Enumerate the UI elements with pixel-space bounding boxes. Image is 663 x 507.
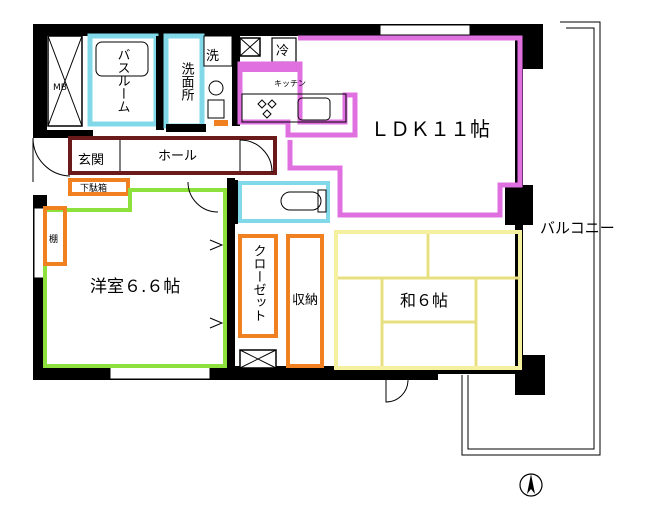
- fridge-area: [239, 37, 297, 63]
- washer-label: 洗: [206, 49, 219, 64]
- japanese-room: [334, 230, 522, 403]
- bathroom-walls: [87, 33, 164, 130]
- toilet: [230, 180, 330, 224]
- western-room: [43, 178, 235, 368]
- kitchen-counter: [241, 93, 347, 123]
- pipe-space: [239, 349, 277, 369]
- mb-label: MB: [53, 83, 67, 93]
- entrance-label: 玄関: [78, 153, 104, 168]
- western-label: 洋室６.６帖: [90, 277, 180, 297]
- hall-label: ホール: [158, 149, 197, 164]
- hall-walls: [68, 136, 277, 175]
- closet: [238, 234, 278, 338]
- washroom-label: 洗面所: [179, 62, 195, 101]
- storage: [286, 234, 324, 368]
- kitchen-label: キッチン: [274, 79, 306, 88]
- north-arrow-icon: [519, 473, 543, 497]
- fridge-label: 冷: [276, 44, 289, 59]
- bathroom-label: バスルーム: [115, 48, 131, 113]
- windows: [33, 24, 471, 380]
- shoe-box-label: 下駄箱: [80, 182, 107, 194]
- shelf-label: 棚: [49, 233, 58, 245]
- storage-label: 収納: [292, 293, 318, 308]
- balcony-label: バルコニー: [540, 219, 615, 237]
- washroom-walls: [163, 33, 240, 132]
- japanese-label: 和６帖: [400, 291, 448, 310]
- entrance-door: [32, 137, 71, 182]
- ldk-label: ＬＤＫ１１帖: [370, 117, 490, 141]
- mb-box: [47, 35, 83, 127]
- shoe-box: [68, 178, 130, 196]
- closet-label: クローゼット: [251, 244, 267, 322]
- balcony-outline: [461, 21, 601, 456]
